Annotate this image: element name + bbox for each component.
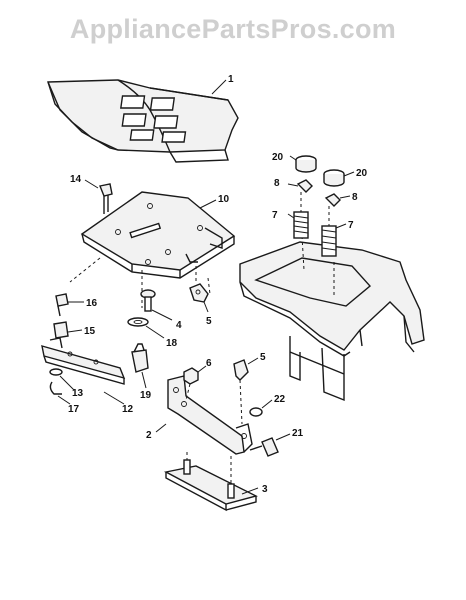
nut-22-illustration bbox=[249, 399, 273, 417]
cotter-pin-illustration bbox=[49, 381, 71, 405]
washer-13-illustration bbox=[49, 368, 75, 391]
callout-bolt-21: 21 bbox=[292, 428, 304, 439]
bumper-left-illustration bbox=[289, 155, 317, 173]
bumper-right-illustration bbox=[323, 169, 355, 187]
callout-seat-knob: 14 bbox=[70, 174, 82, 185]
seat-mounting-bracket-illustration bbox=[155, 375, 253, 455]
callout-nut-6: 6 bbox=[206, 358, 212, 369]
callout-washer-13: 13 bbox=[72, 388, 84, 399]
callout-seat-pivot-plate: 3 bbox=[262, 484, 268, 495]
seat-knob-illustration bbox=[84, 179, 113, 214]
callout-bumper-right: 20 bbox=[356, 168, 368, 179]
callout-washer-18: 18 bbox=[166, 338, 178, 349]
bolt-21-illustration bbox=[249, 433, 291, 457]
washer-18-illustration bbox=[127, 317, 165, 339]
watermark-text: AppliancePartsPros.com bbox=[69, 14, 397, 44]
nut-6-illustration bbox=[183, 365, 207, 401]
callout-clip-upper: 5 bbox=[206, 316, 212, 327]
seat-illustration bbox=[47, 79, 239, 163]
seat-bolt-illustration bbox=[140, 289, 173, 321]
seat-spring-right-illustration bbox=[321, 206, 347, 257]
callout-spring-mount-right: 8 bbox=[352, 192, 358, 203]
callout-nut-22: 22 bbox=[274, 394, 286, 405]
callout-seat-spring-left: 7 bbox=[272, 210, 278, 221]
callout-bumper-left: 20 bbox=[272, 152, 284, 163]
callout-spring-16: 16 bbox=[86, 298, 98, 309]
callout-cotter-pin: 17 bbox=[68, 404, 80, 415]
spring-mount-right-illustration bbox=[324, 193, 351, 207]
fender-illustration bbox=[239, 235, 425, 402]
adjustment-rod-illustration bbox=[41, 337, 126, 405]
callout-spring-15: 15 bbox=[84, 326, 96, 337]
callout-adjustment-rod: 12 bbox=[122, 404, 134, 415]
seat-spring-left-illustration bbox=[287, 192, 309, 239]
seat-pan-illustration bbox=[69, 191, 236, 308]
clip-19-illustration bbox=[131, 343, 149, 389]
callout-seat-bolt: 4 bbox=[176, 320, 182, 331]
callout-seat: 1 bbox=[228, 74, 234, 85]
spring-16-illustration bbox=[55, 293, 84, 317]
spring-mount-left-illustration bbox=[287, 179, 313, 193]
callout-seat-mounting-bracket: 2 bbox=[146, 430, 152, 441]
clip-upper-illustration bbox=[189, 277, 211, 313]
callout-seat-spring-right: 7 bbox=[348, 220, 354, 231]
callout-spring-mount-left: 8 bbox=[274, 178, 280, 189]
spring-15-illustration bbox=[53, 321, 83, 339]
clip-lower-illustration bbox=[233, 357, 259, 425]
callout-seat-pan: 10 bbox=[218, 194, 230, 205]
callout-clip-19: 19 bbox=[140, 390, 152, 401]
seat-pivot-plate-illustration bbox=[163, 452, 259, 512]
callout-clip-lower: 5 bbox=[260, 352, 266, 363]
